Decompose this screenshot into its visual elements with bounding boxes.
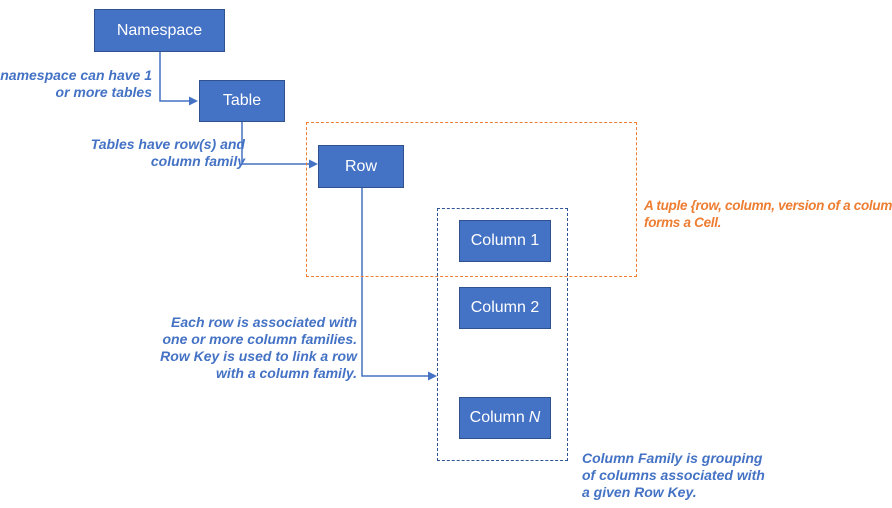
namespace-box: Namespace	[94, 9, 225, 52]
table-annotation: Tables have row(s) and column family	[90, 136, 245, 169]
arrow-namespace-to-table	[159, 52, 198, 106]
columnN-box-label-n: N	[528, 409, 541, 426]
column1-box: Column 1	[459, 220, 551, 262]
namespace-box-label: Namespace	[116, 21, 203, 39]
table-box-label: Table	[222, 92, 262, 109]
column2-box: Column 2	[459, 287, 551, 329]
column1-box-label: Column 1	[470, 232, 540, 249]
column2-box-label: Column 2	[470, 299, 540, 316]
row-box-label: Row	[344, 157, 377, 175]
columnN-box-label: Column	[469, 409, 525, 426]
namespace-annotation: A namespace can have 1 or more tables	[0, 67, 152, 100]
cell-boundary-dashed-box	[306, 122, 637, 277]
table-box: Table	[199, 80, 285, 122]
arrow-table-to-row	[241, 122, 318, 169]
row-box: Row	[318, 145, 404, 188]
cell-annotation: A tuple {row, column, version of a colum…	[644, 198, 892, 230]
arrow-row-to-column-family	[361, 188, 437, 381]
column-family-dashed-box	[437, 208, 568, 461]
column-family-annotation: Column Family is grouping of columns ass…	[582, 450, 765, 500]
row-annotation: Each row is associated with one or more …	[160, 314, 357, 381]
